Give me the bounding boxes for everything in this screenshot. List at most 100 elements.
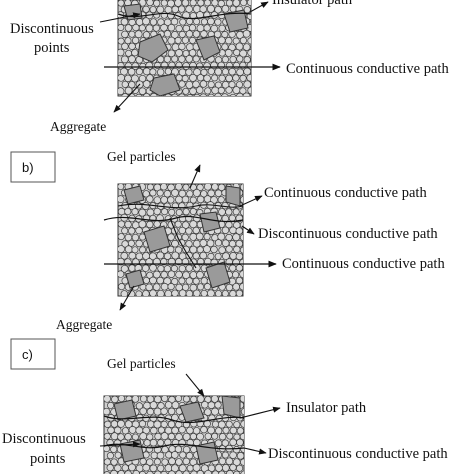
gel-particle xyxy=(171,188,179,197)
gel-particle xyxy=(167,196,175,204)
gel-particle xyxy=(215,427,223,435)
gel-particle xyxy=(239,282,243,291)
gel-particle xyxy=(228,81,236,89)
gel-particle xyxy=(160,420,168,428)
gel-particle xyxy=(154,432,162,441)
gel-particle xyxy=(176,295,181,296)
gel-particle xyxy=(178,30,186,38)
gel-particle xyxy=(117,396,126,403)
panel-a-aggregate-label: Aggregate xyxy=(50,119,106,134)
gel-particle xyxy=(146,271,154,279)
gel-particle xyxy=(160,258,168,266)
gel-particle xyxy=(171,55,179,63)
gel-particle xyxy=(207,17,215,26)
gel-particle xyxy=(189,87,197,95)
aggregate-shape xyxy=(143,225,171,253)
gel-particle xyxy=(203,24,211,32)
gel-particle xyxy=(157,439,165,447)
gel-particle xyxy=(167,432,176,441)
gel-particle xyxy=(171,426,179,435)
gel-particle xyxy=(149,289,157,296)
gel-particle xyxy=(218,457,227,465)
gel-particle xyxy=(244,278,250,284)
gel-particle xyxy=(157,426,165,434)
panel-b-discontinuous-arrow xyxy=(241,225,255,235)
gel-particle xyxy=(118,283,126,291)
gel-particle xyxy=(236,55,244,63)
gel-particle xyxy=(150,451,158,460)
gel-particle xyxy=(242,292,243,296)
gel-particle xyxy=(113,426,122,435)
gel-particle xyxy=(153,220,161,228)
gel-particle xyxy=(167,420,176,428)
gel-particle xyxy=(211,74,219,82)
gel-particle xyxy=(217,196,225,204)
gel-particle xyxy=(233,48,241,57)
gel-particle xyxy=(229,463,237,472)
gel-particle xyxy=(225,420,233,428)
gel-particle xyxy=(243,403,244,407)
gel-particle xyxy=(240,408,244,416)
gel-particle xyxy=(150,426,158,435)
gel-particle xyxy=(160,195,169,204)
gel-particle xyxy=(118,48,125,57)
gel-particle xyxy=(118,233,125,241)
gel-particle xyxy=(211,184,219,191)
gel-particle xyxy=(222,426,230,434)
gel-particle xyxy=(203,74,211,83)
gel-particle xyxy=(135,290,143,296)
gel-particle xyxy=(239,196,243,204)
gel-particle xyxy=(118,184,125,191)
gel-particle xyxy=(132,23,140,32)
gel-particle xyxy=(142,67,151,76)
gel-particle xyxy=(210,61,218,70)
gel-particle xyxy=(117,470,125,474)
gel-particle xyxy=(236,92,244,96)
gel-particle xyxy=(200,30,208,38)
gel-particle xyxy=(104,471,111,474)
gel-particle xyxy=(196,297,203,304)
gel-particle xyxy=(214,401,222,409)
gel-particle xyxy=(153,207,161,216)
gel-particle xyxy=(130,74,139,83)
gel-particle xyxy=(160,470,168,474)
gel-particle xyxy=(175,74,183,82)
gel-particle xyxy=(128,227,136,235)
gel-particle xyxy=(247,49,251,57)
panel-b-gel-label: Gel particles xyxy=(107,149,176,164)
gel-particle xyxy=(114,464,122,472)
gel-particle xyxy=(207,464,216,472)
gel-particle xyxy=(178,439,186,447)
gel-particle xyxy=(170,31,179,39)
gel-particle xyxy=(213,30,222,38)
gel-particle xyxy=(191,295,196,296)
gel-particle xyxy=(221,55,229,64)
gel-particle xyxy=(192,277,200,285)
gel-particle xyxy=(146,458,154,466)
gel-particle xyxy=(220,295,223,296)
gel-particle xyxy=(241,295,243,296)
panel-b-letter-box xyxy=(10,151,56,183)
gel-particle xyxy=(131,233,140,242)
gel-particle xyxy=(167,245,175,253)
gel-particle xyxy=(128,264,136,272)
gel-particle xyxy=(161,396,169,403)
gel-particle xyxy=(235,276,243,285)
gel-particle xyxy=(135,239,143,248)
gel-particle xyxy=(161,297,167,303)
gel-particle xyxy=(160,432,169,441)
gel-particle xyxy=(178,189,187,198)
panel-b-continuous-label-1: Continuous conductive path xyxy=(264,185,427,201)
gel-particle xyxy=(193,93,201,96)
gel-particle xyxy=(110,432,119,441)
gel-particle xyxy=(192,226,200,235)
gel-particle xyxy=(206,4,215,13)
gel-particle xyxy=(168,457,176,466)
gel-particle xyxy=(236,68,244,77)
panel-b-discontinuous-label: Discontinuous conductive path xyxy=(258,226,438,242)
gel-particle xyxy=(170,464,179,473)
gel-particle xyxy=(207,67,215,75)
gel-particle xyxy=(200,289,208,296)
gel-particle xyxy=(207,426,216,435)
